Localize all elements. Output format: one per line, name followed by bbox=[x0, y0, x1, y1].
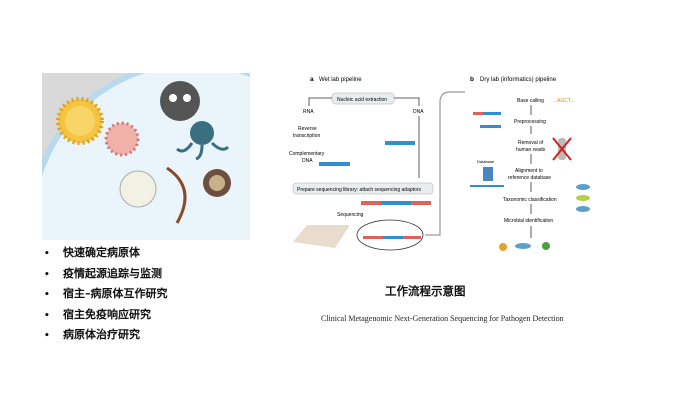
step-preprocessing: Preprocessing bbox=[514, 119, 546, 125]
library-label: Prepare sequencing library: attach seque… bbox=[297, 187, 421, 193]
list-item: •病原体治疗研究 bbox=[44, 328, 140, 341]
database-label: Database bbox=[477, 159, 495, 164]
step-removal-2: human reads bbox=[516, 147, 546, 153]
step-base-calling: Base calling bbox=[517, 98, 544, 104]
list-item: •疫情起源追踪与监测 bbox=[44, 266, 162, 280]
sun-virus-icon bbox=[56, 97, 104, 145]
step-removal-1: Removal of bbox=[518, 140, 544, 146]
figure-caption: Clinical Metagenomic Next-Generation Seq… bbox=[321, 314, 564, 323]
dark-virus-icon bbox=[160, 81, 200, 121]
step-taxonomic: Taxonomic classification bbox=[503, 197, 557, 203]
wet-lab-title: Wet lab pipeline bbox=[319, 77, 362, 83]
list-item: •宿主免疫响应研究 bbox=[44, 307, 151, 321]
bullet-text: 宿主–病原体互作研究 bbox=[63, 287, 168, 300]
dry-lab-letter: b bbox=[470, 76, 474, 83]
pathogen-cartoon-illustration bbox=[42, 73, 250, 240]
mngs-workflow-diagram: a Wet lab pipeline Nucleic acid extracti… bbox=[285, 70, 595, 258]
sequencing-label: Sequencing bbox=[337, 212, 364, 218]
application-list: •快速确定病原体 •疫情起源追踪与监测 •宿主–病原体互作研究 •宿主免疫响应研… bbox=[44, 243, 168, 346]
bullet-text: 快速确定病原体 bbox=[63, 246, 140, 259]
agct-label: ...AGCT... bbox=[553, 98, 575, 104]
step-alignment-1: Alignment to bbox=[515, 168, 543, 174]
bullet-text: 疫情起源追踪与监测 bbox=[63, 266, 162, 280]
white-cell-icon bbox=[119, 170, 157, 208]
cdna-label-1: Complementary bbox=[289, 151, 325, 157]
figure-title: 工作流程示意图 bbox=[385, 284, 466, 298]
extraction-label: Nucleic acid extraction bbox=[337, 97, 387, 103]
rna-label: RNA bbox=[303, 109, 314, 115]
dna-label: DNA bbox=[413, 109, 424, 115]
brown-bacteria-icon bbox=[203, 169, 231, 197]
list-item: •宿主–病原体互作研究 bbox=[44, 287, 168, 300]
dry-lab-title: Dry lab (informatics) pipeline bbox=[480, 77, 557, 83]
cdna-label-2: DNA bbox=[302, 158, 313, 164]
bullet-text: 病原体治疗研究 bbox=[63, 328, 140, 341]
wet-lab-letter: a bbox=[310, 76, 314, 83]
pink-virus-icon bbox=[104, 121, 140, 157]
rt-label-2: transcription bbox=[293, 133, 320, 139]
list-item: •快速确定病原体 bbox=[44, 246, 140, 259]
bow-icon bbox=[166, 166, 187, 224]
step-microbial: Microbial identification bbox=[504, 218, 553, 224]
bullet-text: 宿主免疫响应研究 bbox=[63, 307, 151, 321]
rt-label-1: Reverse bbox=[298, 126, 317, 132]
step-alignment-2: reference database bbox=[508, 175, 551, 181]
octopus-bacteria-icon bbox=[176, 121, 230, 161]
